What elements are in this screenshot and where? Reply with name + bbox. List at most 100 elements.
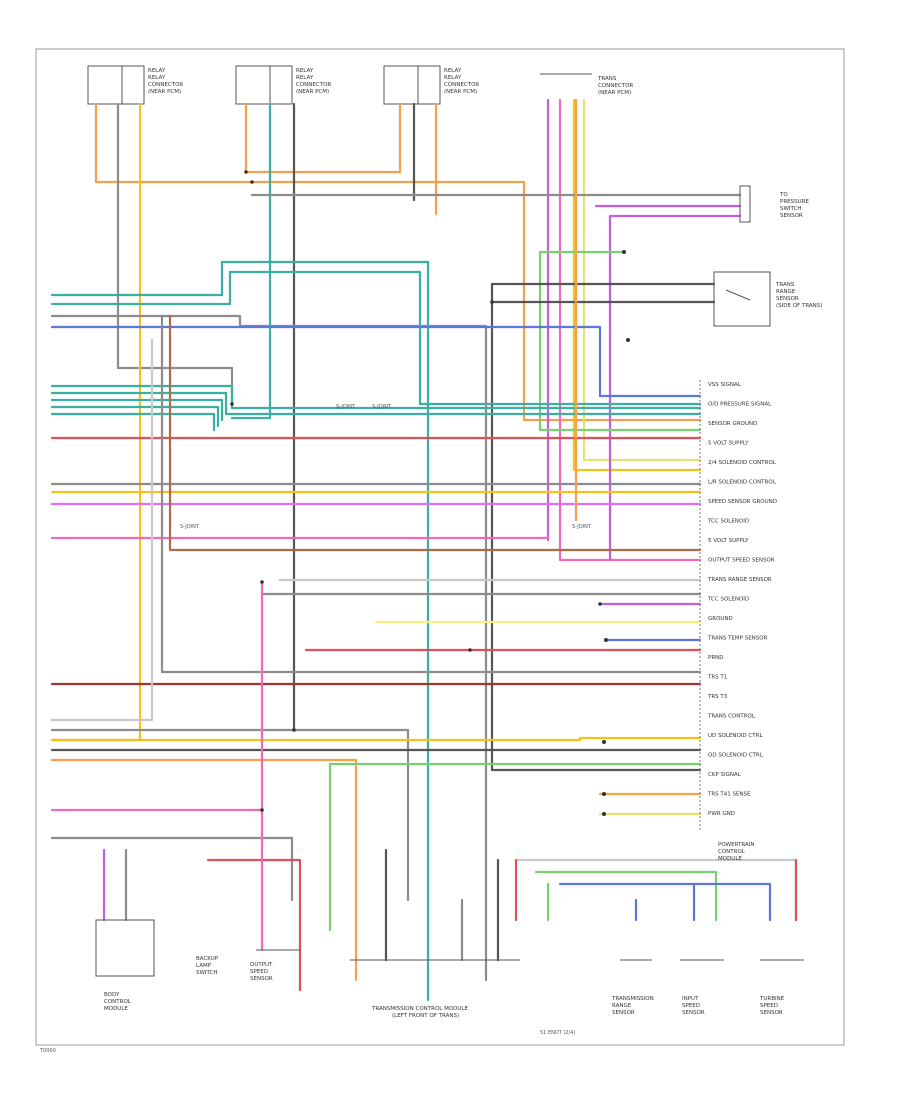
bottom7-label-2: SENSOR xyxy=(760,1010,783,1016)
right2-label-2: SENSOR xyxy=(776,296,799,302)
bottom7-label-0: TURBINE xyxy=(759,996,785,1002)
pcm-pin-label: TCC SOLENOID xyxy=(707,519,749,525)
pcm-pin-label: PWR GND xyxy=(708,811,735,817)
top3-label-0: RELAY xyxy=(444,68,462,74)
pcm-pin-label: TRANS TEMP SENSOR xyxy=(707,636,768,642)
wire-lightgreen-b6 xyxy=(328,762,702,932)
bottom3-label-2: SENSOR xyxy=(250,976,273,982)
wire-grey-t1 xyxy=(514,858,798,922)
bottom1-label-2: MODULE xyxy=(104,1006,128,1012)
top-connector-3: RELAY RELAY CONNECTOR (NEAR PCM) xyxy=(383,65,479,105)
footer-label: 51 ENDT (2/4) xyxy=(540,1030,575,1036)
wire-orange-b5 xyxy=(50,758,358,982)
pcm-pin-label: 5 VOLT SUPPLY xyxy=(708,441,749,447)
bottom1-label-0: BODY xyxy=(104,992,120,998)
bottom7-label-1: SPEED xyxy=(760,1003,778,1009)
svg-text:S-JOINT: S-JOINT xyxy=(372,404,392,410)
top-connector-4: TRANS CONNECTOR (NEAR PCM) xyxy=(540,73,633,96)
wire-red-b11 xyxy=(206,858,302,992)
pcm-pin-label: TCC SOLENOID xyxy=(707,597,749,603)
pcm-pin-label: TRANS CONTROL xyxy=(707,714,756,720)
pcm-pin-label: SENSOR GROUND xyxy=(708,421,757,427)
wire-grey-b10 xyxy=(50,836,294,902)
wire-grey-b1 xyxy=(50,338,154,722)
wire-yellow-a xyxy=(572,98,702,472)
wire-orange-1 xyxy=(94,102,702,422)
bottom5-label-2: SENSOR xyxy=(612,1010,635,1016)
wires xyxy=(50,98,798,1002)
wire-teal-l2 xyxy=(50,391,702,416)
top1-label-0: RELAY xyxy=(148,68,166,74)
trans-range-switch: TRANS RANGE SENSOR (SIDE OF TRANS) xyxy=(713,271,822,327)
top2-label-2: CONNECTOR xyxy=(296,82,331,88)
top2-label-0: RELAY xyxy=(296,68,314,74)
wire-teal-l4 xyxy=(50,405,220,428)
right1-label-2: SWITCH xyxy=(780,206,802,212)
top4-label-2: (NEAR PCM) xyxy=(598,90,631,96)
pressure-sensor: TO PRESSURE SWITCH SENSOR xyxy=(739,185,809,223)
right2-label-3: (SIDE OF TRANS) xyxy=(776,303,822,309)
diagram-frame xyxy=(35,48,845,1046)
top3-label-3: (NEAR PCM) xyxy=(444,89,477,95)
bottom5-label-1: RANGE xyxy=(612,1003,632,1009)
pcm-pin-label: TRS T41 SENSE xyxy=(707,792,751,798)
wire-grey-1 xyxy=(116,102,234,406)
top-connector-2: RELAY RELAY CONNECTOR (NEAR PCM) xyxy=(235,65,331,105)
svg-text:S-JOINT: S-JOINT xyxy=(572,524,592,530)
pcm-pin-label: O/D PRESSURE SIGNAL xyxy=(708,402,772,408)
bottom4-label-1: (LEFT FRONT OF TRANS) xyxy=(392,1013,459,1019)
top-connector-1: RELAY RELAY CONNECTOR (NEAR PCM) xyxy=(87,65,183,105)
wire-pink-a xyxy=(558,98,702,562)
wire-lightyellow-a xyxy=(582,98,702,462)
wire-grey-m7 xyxy=(160,314,702,674)
pcm-pin-label: SPEED SENSOR GROUND xyxy=(708,499,777,505)
top3-label-2: CONNECTOR xyxy=(444,82,479,88)
bottom3-label-0: OUTPUT xyxy=(250,962,273,968)
wire-yellow-b3 xyxy=(50,736,702,742)
bottom2-label-0: BACKUP xyxy=(196,956,219,962)
top2-label-1: RELAY xyxy=(296,75,314,81)
bottom2-label-1: LAMP xyxy=(196,963,212,969)
top1-label-1: RELAY xyxy=(148,75,166,81)
wire-green-r xyxy=(538,250,702,432)
wire-blue-h4 xyxy=(50,325,702,398)
pcm-pin-label: CKP SIGNAL xyxy=(708,772,742,778)
wire-grey-b2 xyxy=(50,728,410,902)
pcm-pin-label: OUTPUT SPEED SENSOR xyxy=(708,558,775,564)
right2-label-1: RANGE xyxy=(776,289,796,295)
bottom6-label-0: INPUT xyxy=(682,996,699,1002)
svg-text:S-JOINT: S-JOINT xyxy=(336,404,356,410)
pcm-pin-label: UD SOLENOID CTRL xyxy=(708,733,763,739)
wire-pink-b9 xyxy=(50,580,264,812)
bottom3-label-1: SPEED xyxy=(250,969,268,975)
top2-label-3: (NEAR PCM) xyxy=(296,89,329,95)
pcm-pin-label: GROUND xyxy=(708,616,733,622)
top4-label-0: TRANS xyxy=(597,76,617,82)
wire-teal-h1 xyxy=(50,260,430,1002)
wire-teal-h2 xyxy=(50,270,702,406)
bottom1-label-1: CONTROL xyxy=(104,999,132,1005)
splices xyxy=(230,170,602,812)
mid-labels: S-JOINT S-JOINT S-JOINT S-JOINT xyxy=(180,404,592,530)
wire-brown xyxy=(168,314,702,552)
svg-text:S-JOINT: S-JOINT xyxy=(180,524,200,530)
top1-label-3: (NEAR PCM) xyxy=(148,89,181,95)
pcm-pin-label: L/R SOLENOID CONTROL xyxy=(708,480,777,486)
connector-markers xyxy=(602,250,630,816)
pcm-pin-label: TRS T1 xyxy=(707,675,727,681)
pcm-pin-label: 5 VOLT SUPPLY xyxy=(708,538,749,544)
wire-teal-l3 xyxy=(50,398,224,422)
pcm-connector: VSS SIGNAL O/D PRESSURE SIGNAL SENSOR GROU… xyxy=(699,380,777,862)
wire-grey-r5 xyxy=(490,282,716,772)
top3-label-1: RELAY xyxy=(444,75,462,81)
pcm-label-0: POWERTRAIN xyxy=(718,842,754,848)
right1-label-3: SENSOR xyxy=(780,213,803,219)
pcm-pin-label: OD SOLENOID CTRL xyxy=(708,753,764,759)
bottom6-label-1: SPEED xyxy=(682,1003,700,1009)
top1-label-2: CONNECTOR xyxy=(148,82,183,88)
pcm-pin-label: TRS T3 xyxy=(707,694,728,700)
pcm-pin-label: VSS SIGNAL xyxy=(708,382,742,388)
pcm-label-1: CONTROL xyxy=(718,849,746,855)
right2-label-0: TRANS xyxy=(775,282,795,288)
